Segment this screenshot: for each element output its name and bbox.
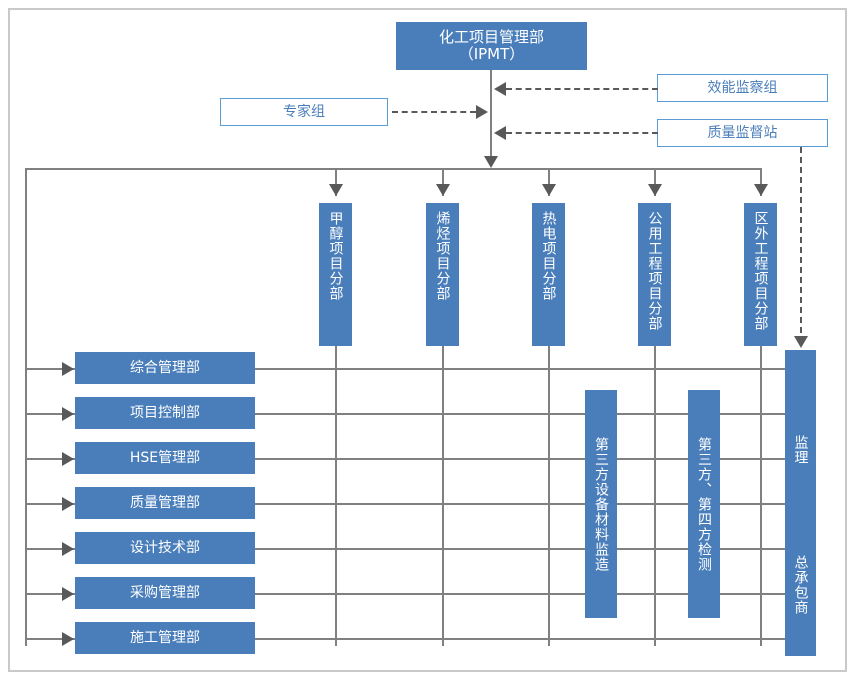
department-row-line-6 bbox=[255, 593, 800, 595]
project-division-box-2[interactable]: 烯烃项目分部 bbox=[426, 203, 459, 346]
third-party-label-1: 第三方设备材料监造 bbox=[593, 436, 610, 572]
department-arrow-icon-2 bbox=[62, 407, 74, 421]
division-arrow-icon-2 bbox=[436, 184, 450, 196]
project-division-label-4: 公用工程项目分部 bbox=[646, 211, 663, 331]
grid-vertical-line-1 bbox=[335, 346, 337, 646]
ipmt-root-label-line1: 化工项目管理部 bbox=[438, 27, 544, 46]
department-box-3[interactable]: HSE管理部 bbox=[75, 442, 255, 474]
department-row-line-1 bbox=[255, 368, 800, 370]
department-label-2: 项目控制部 bbox=[130, 404, 200, 421]
quality-supervision-arrow-icon bbox=[494, 126, 506, 140]
left-trunk-line bbox=[25, 168, 27, 646]
department-box-6[interactable]: 采购管理部 bbox=[75, 577, 255, 609]
department-feed-line-2 bbox=[25, 413, 75, 415]
department-arrow-icon-3 bbox=[62, 452, 74, 466]
project-division-label-5: 区外工程项目分部 bbox=[752, 211, 769, 331]
expert-group-arrow-icon bbox=[476, 105, 488, 119]
contractor-upper-label: 监理 bbox=[792, 435, 809, 465]
division-drop-line-5 bbox=[760, 168, 762, 196]
department-row-line-4 bbox=[255, 503, 800, 505]
grid-vertical-line-2 bbox=[442, 346, 444, 646]
expert-group-box[interactable]: 专家组 bbox=[220, 98, 388, 126]
quality-supervision-to-contractor-connector bbox=[800, 147, 802, 343]
efficiency-inspection-label: 效能监察组 bbox=[707, 79, 778, 96]
department-feed-line-7 bbox=[25, 638, 75, 640]
department-row-line-3 bbox=[255, 458, 800, 460]
project-division-box-4[interactable]: 公用工程项目分部 bbox=[638, 203, 671, 346]
efficiency-inspection-box[interactable]: 效能监察组 bbox=[657, 74, 828, 102]
contractor-lower-label: 总承包商 bbox=[792, 555, 809, 615]
department-box-4[interactable]: 质量管理部 bbox=[75, 487, 255, 519]
quality-supervision-label: 质量监督站 bbox=[707, 124, 778, 141]
diagram-outer-frame bbox=[8, 8, 847, 672]
project-division-label-2: 烯烃项目分部 bbox=[434, 211, 451, 301]
department-box-7[interactable]: 施工管理部 bbox=[75, 622, 255, 654]
main-bus-line bbox=[25, 168, 760, 170]
department-row-line-2 bbox=[255, 413, 800, 415]
division-arrow-icon-3 bbox=[542, 184, 556, 196]
third-party-column-2[interactable]: 第三方、第四方检测 bbox=[688, 390, 720, 618]
efficiency-inspection-arrow-icon bbox=[494, 82, 506, 96]
department-feed-line-3 bbox=[25, 458, 75, 460]
division-arrow-icon-5 bbox=[754, 184, 768, 196]
department-label-6: 采购管理部 bbox=[130, 584, 200, 601]
division-drop-line-2 bbox=[442, 168, 444, 196]
department-row-line-5 bbox=[255, 548, 800, 550]
ipmt-stem-line bbox=[490, 70, 492, 164]
department-label-5: 设计技术部 bbox=[130, 539, 200, 556]
project-division-label-1: 甲醇项目分部 bbox=[327, 211, 344, 301]
quality-supervision-connector bbox=[506, 132, 658, 134]
division-drop-line-4 bbox=[654, 168, 656, 196]
ipmt-root-box[interactable]: 化工项目管理部 （IPMT） bbox=[396, 22, 587, 70]
ipmt-root-label-line2: （IPMT） bbox=[458, 45, 525, 63]
department-label-7: 施工管理部 bbox=[130, 629, 200, 646]
department-arrow-icon-1 bbox=[62, 362, 74, 376]
division-arrow-icon-4 bbox=[648, 184, 662, 196]
department-arrow-icon-5 bbox=[62, 542, 74, 556]
division-arrow-icon-1 bbox=[329, 184, 343, 196]
expert-group-connector bbox=[392, 111, 476, 113]
project-division-box-1[interactable]: 甲醇项目分部 bbox=[319, 203, 352, 346]
third-party-column-1[interactable]: 第三方设备材料监造 bbox=[585, 390, 617, 618]
department-box-2[interactable]: 项目控制部 bbox=[75, 397, 255, 429]
department-feed-line-1 bbox=[25, 368, 75, 370]
project-division-box-3[interactable]: 热电项目分部 bbox=[532, 203, 565, 346]
grid-vertical-line-5 bbox=[760, 346, 762, 646]
contractor-column-box[interactable]: 监理 总承包商 bbox=[785, 350, 816, 656]
project-division-box-5[interactable]: 区外工程项目分部 bbox=[744, 203, 777, 346]
department-box-1[interactable]: 综合管理部 bbox=[75, 352, 255, 384]
quality-supervision-box[interactable]: 质量监督站 bbox=[657, 119, 828, 147]
department-feed-line-6 bbox=[25, 593, 75, 595]
department-label-4: 质量管理部 bbox=[130, 494, 200, 511]
department-feed-line-5 bbox=[25, 548, 75, 550]
department-row-line-7 bbox=[255, 638, 800, 640]
project-division-label-3: 热电项目分部 bbox=[540, 211, 557, 301]
third-party-label-2: 第三方、第四方检测 bbox=[696, 436, 713, 572]
department-arrow-icon-7 bbox=[62, 632, 74, 646]
department-feed-line-4 bbox=[25, 503, 75, 505]
expert-group-label: 专家组 bbox=[283, 103, 325, 120]
department-label-3: HSE管理部 bbox=[129, 449, 201, 466]
grid-vertical-line-3 bbox=[548, 346, 550, 646]
department-arrow-icon-6 bbox=[62, 587, 74, 601]
grid-vertical-line-4 bbox=[654, 346, 656, 646]
department-label-1: 综合管理部 bbox=[130, 359, 200, 376]
department-arrow-icon-4 bbox=[62, 497, 74, 511]
division-drop-line-3 bbox=[548, 168, 550, 196]
division-drop-line-1 bbox=[335, 168, 337, 196]
contractor-supervision-arrow-icon bbox=[794, 336, 808, 348]
efficiency-inspection-connector bbox=[506, 88, 658, 90]
ipmt-stem-arrow-icon bbox=[484, 156, 498, 168]
department-box-5[interactable]: 设计技术部 bbox=[75, 532, 255, 564]
